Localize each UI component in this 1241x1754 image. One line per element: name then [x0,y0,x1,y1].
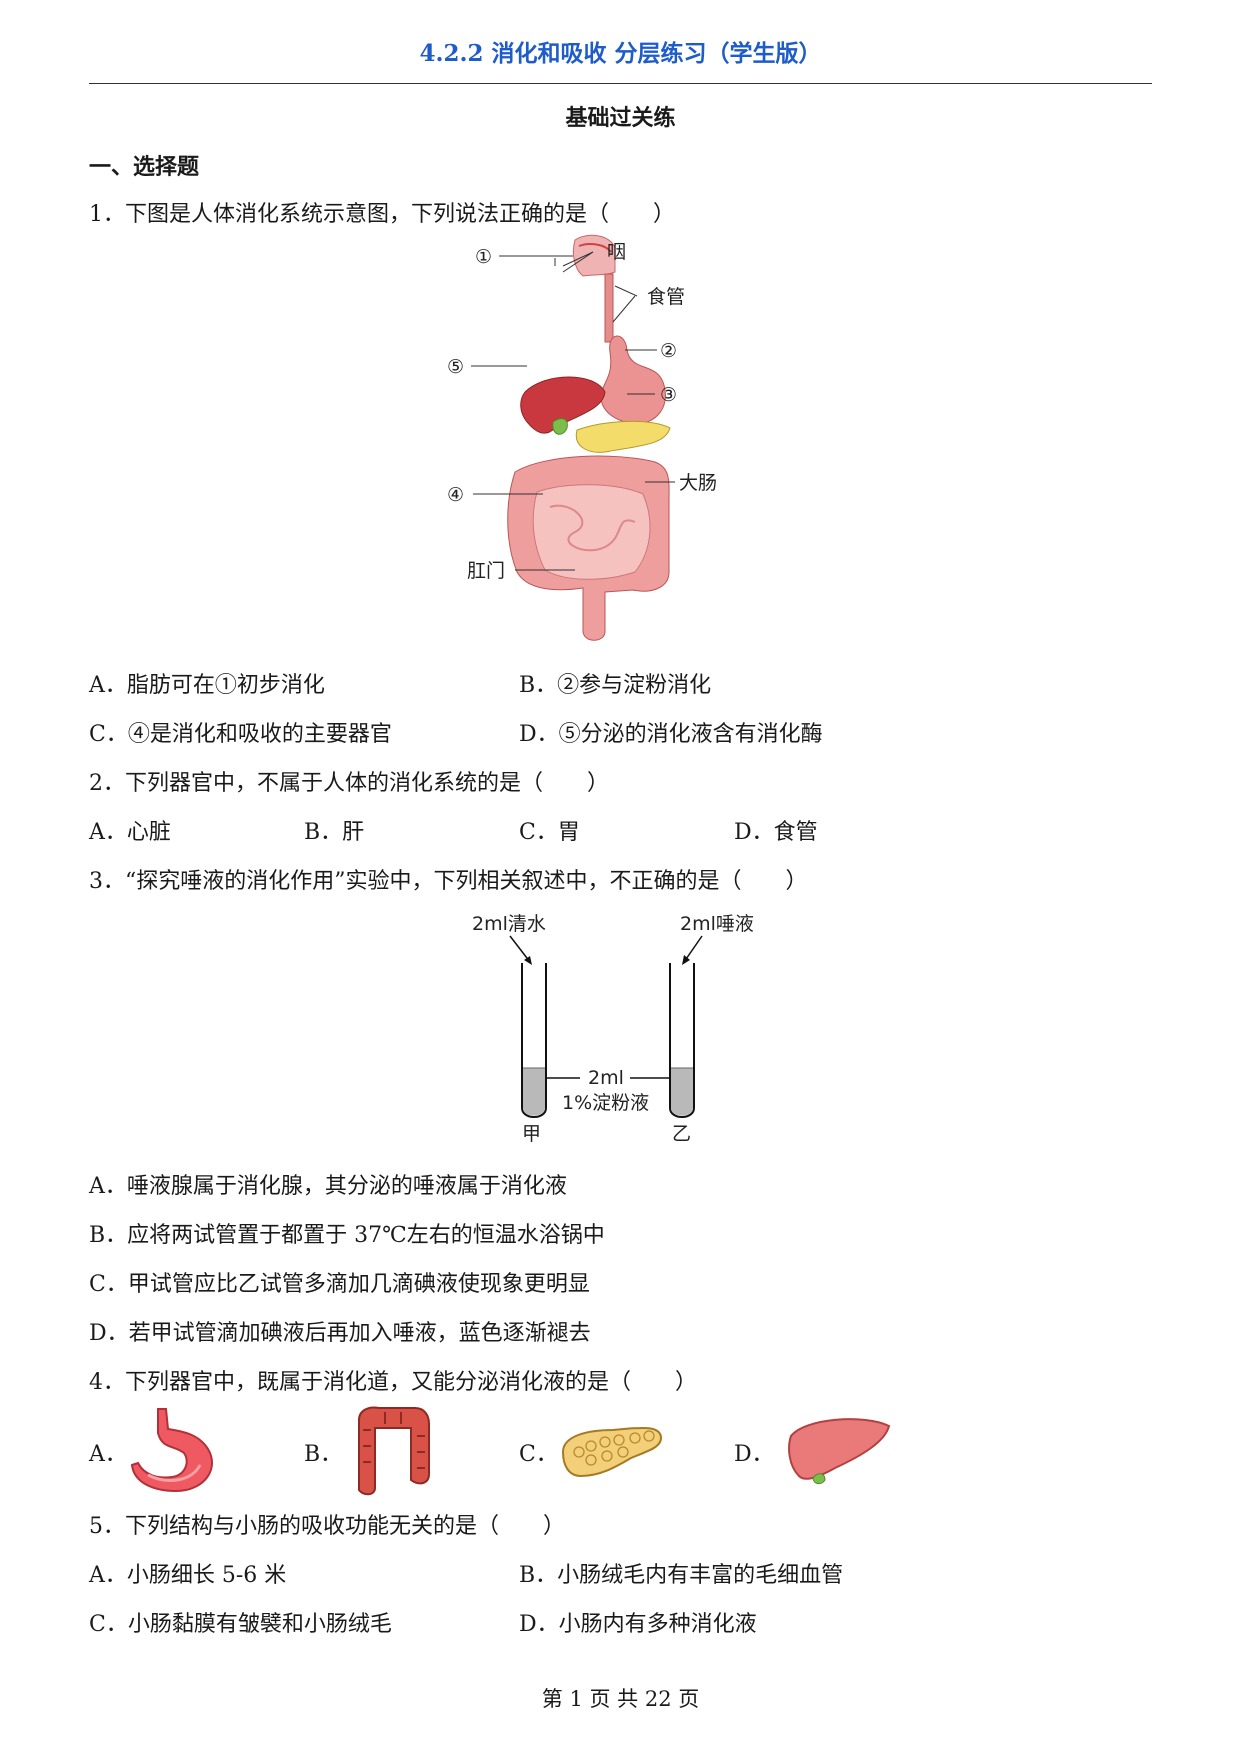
label-amount: 2ml [588,1067,624,1089]
q4-option-d[interactable]: D． [734,1442,774,1467]
label-saliva: 2ml唾液 [680,913,754,935]
label-n1: ① [475,246,492,268]
q3-option-d[interactable]: D．若甲试管滴加碘液后再加入唾液，蓝色逐渐褪去 [89,1321,591,1346]
q4-option-b[interactable]: B． [304,1442,343,1467]
q4-option-c[interactable]: C． [519,1442,558,1467]
label-starch: 1%淀粉液 [562,1092,649,1114]
q2-option-d[interactable]: D．食管 [734,820,818,845]
q3-option-b[interactable]: B．应将两试管置于都置于 37℃左右的恒温水浴锅中 [89,1223,605,1248]
question-2-stem: 2．下列器官中，不属于人体的消化系统的是（ ） [89,771,609,796]
q1-option-a[interactable]: A．脂肪可在①初步消化 [89,673,325,698]
q2-option-c[interactable]: C．胃 [519,820,580,845]
label-large-intestine: 大肠 [679,472,717,494]
stomach-icon[interactable] [128,1405,220,1495]
label-tube-yi: 乙 [672,1123,691,1145]
page-header-title: 4.2.2 消化和吸收 分层练习（学生版） [419,40,822,67]
label-pharynx: 咽 [607,241,626,263]
q1-option-d[interactable]: D．⑤分泌的消化液含有消化酶 [519,722,823,747]
q5-option-a[interactable]: A．小肠细长 5-6 米 [89,1563,287,1588]
label-n3: ③ [660,384,677,406]
q1-option-b[interactable]: B．②参与淀粉消化 [519,673,712,698]
label-n4: ④ [447,484,464,506]
header-divider [89,83,1152,84]
q5-option-c[interactable]: C．小肠黏膜有皱襞和小肠绒毛 [89,1612,392,1637]
question-5-stem: 5．下列结构与小肠的吸收功能无关的是（ ） [89,1514,565,1539]
digestive-system-diagram: ① 咽 食管 ② ⑤ ③ ④ 大肠 肛门 [447,234,717,641]
liver-icon[interactable] [785,1412,895,1488]
question-4-stem: 4．下列器官中，既属于消化道，又能分泌消化液的是（ ） [89,1370,697,1395]
pancreas-icon[interactable] [557,1418,667,1482]
section-title: 基础过关练 [565,105,676,131]
q5-option-b[interactable]: B．小肠绒毛内有丰富的毛细血管 [519,1563,844,1588]
part-title: 一、选择题 [89,154,200,180]
q4-option-a[interactable]: A． [89,1442,127,1467]
label-anus: 肛门 [467,560,505,582]
q2-option-b[interactable]: B．肝 [304,820,365,845]
label-water: 2ml清水 [472,913,546,935]
q5-option-d[interactable]: D．小肠内有多种消化液 [519,1612,757,1637]
large-intestine-icon[interactable] [345,1400,435,1500]
label-esophagus: 食管 [647,286,685,308]
question-3-stem: 3．“探究唾液的消化作用”实验中，下列相关叙述中，不正确的是（ ） [89,869,808,894]
q3-option-c[interactable]: C．甲试管应比乙试管多滴加几滴碘液使现象更明显 [89,1272,590,1297]
question-1-stem: 1．下图是人体消化系统示意图，下列说法正确的是（ ） [89,202,675,227]
page-footer: 第 1 页 共 22 页 [541,1687,700,1711]
q2-option-a[interactable]: A．心脏 [89,820,171,845]
label-n5: ⑤ [447,356,464,378]
q3-option-a[interactable]: A．唾液腺属于消化腺，其分泌的唾液属于消化液 [89,1174,567,1199]
label-n2: ② [660,340,677,362]
q1-option-c[interactable]: C．④是消化和吸收的主要器官 [89,722,392,747]
saliva-experiment-diagram: 2ml清水 2ml唾液 2ml 1%淀粉液 甲 乙 [472,913,754,1145]
label-tube-jia: 甲 [522,1123,541,1145]
